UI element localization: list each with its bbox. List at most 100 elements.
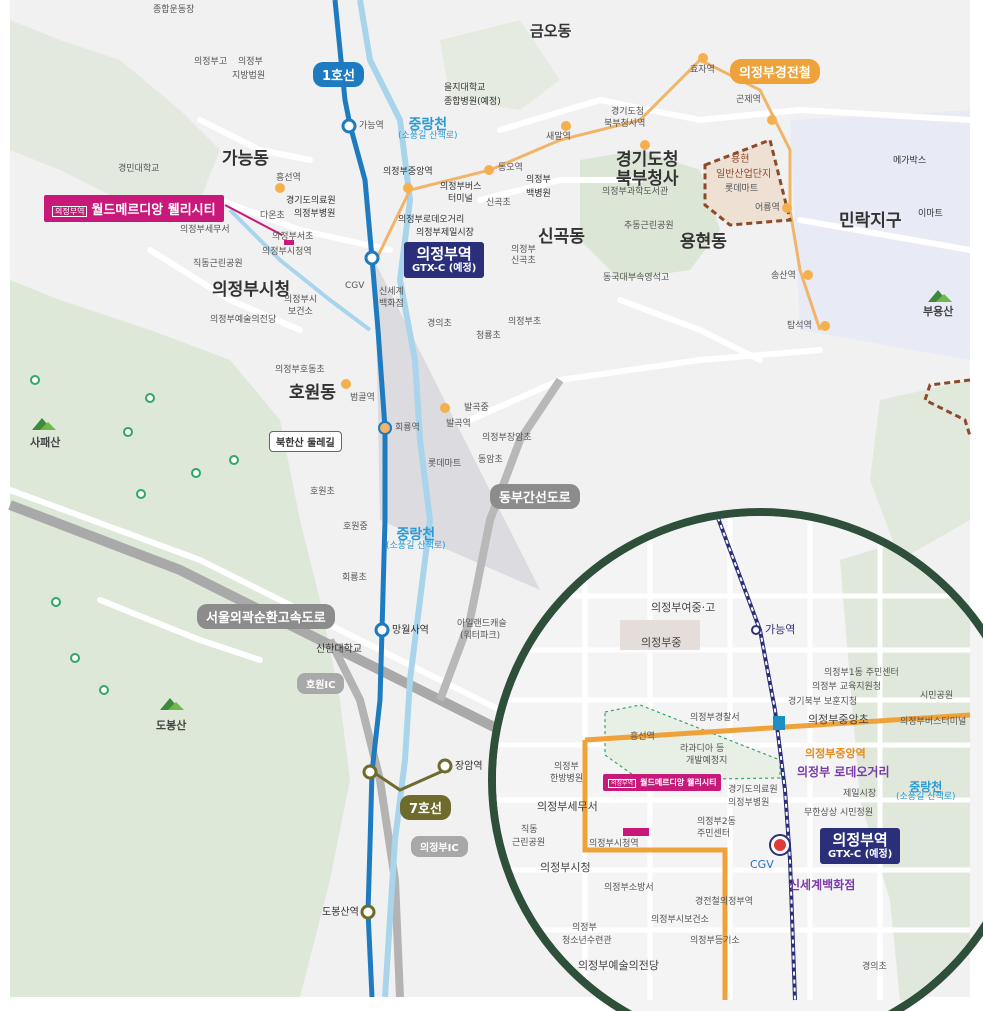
place-label: 의정부호동초	[275, 365, 325, 375]
stream-lower: 중랑천(소풍길 산책로)	[386, 528, 446, 551]
place-label: CGV	[345, 281, 365, 291]
place-label: 메가박스	[893, 156, 927, 166]
place-label: 동암초	[478, 455, 503, 465]
place-label: 도봉산역	[322, 907, 359, 918]
district-howon: 호원동	[289, 383, 336, 403]
place-label: 의정부병원	[294, 209, 336, 219]
inset-label: 개발예정지	[686, 756, 728, 766]
inset-label: 시민공원	[920, 691, 954, 701]
place-label: 백병원	[526, 189, 551, 199]
gov-office-line1: 경기도청	[616, 150, 679, 170]
place-label: 롯데마트	[725, 184, 759, 194]
inset-label: 의정부병원	[728, 798, 770, 808]
place-label: 의정부버스	[440, 182, 482, 192]
inset-label: 경기도의료원	[728, 785, 778, 795]
uijeongbu-station-tag: 의정부역 GTX-C (예정)	[404, 242, 485, 278]
inset-station-tag-sub: GTX-C	[828, 848, 862, 860]
place-label: 롯데마트	[428, 459, 462, 469]
place-label: 의정부세무서	[180, 225, 230, 235]
place-label: 북부청사역	[604, 119, 646, 129]
place-label: 장암역	[455, 761, 483, 772]
inset-label: 라과디아 등	[680, 744, 725, 754]
place-label: 호원중	[343, 522, 368, 532]
place-label: 의정부	[526, 175, 551, 185]
inset-project-name: 월드메르디앙 웰리시티	[640, 778, 717, 787]
place-label: 회룡역	[395, 423, 420, 433]
place-label: 직동근린공원	[193, 259, 243, 269]
place-label: 신한대학교	[316, 644, 362, 655]
inset-label: 경전철의정부역	[695, 897, 753, 907]
place-label: 다온초	[260, 211, 285, 221]
station-tag-name: 의정부역	[416, 245, 472, 263]
district-geumo: 금오동	[530, 22, 572, 40]
place-label: 의정부	[238, 57, 263, 67]
place-label: 터미널	[448, 194, 473, 204]
place-label: 경의초	[427, 319, 452, 329]
stream-lower-name: 중랑천	[396, 527, 436, 543]
place-label: 신세계	[379, 287, 404, 297]
mountain-buyong: 부용산	[923, 305, 954, 318]
trail-label: 북한산 둘레길	[269, 431, 342, 452]
inset-label: 의정부중앙역	[805, 747, 866, 760]
howon-ic: 호원IC	[297, 673, 345, 694]
place-label: 의정부시청역	[262, 247, 312, 257]
inset-label: 의정부세무서	[537, 800, 598, 813]
inset-label: 의정부중앙초	[808, 713, 869, 726]
gov-office-line2: 북부청사	[616, 169, 679, 189]
place-label: 백화점	[379, 299, 404, 309]
place-label: 발곡중	[464, 403, 489, 413]
place-label: 의정부초	[508, 317, 542, 327]
inset-label: 의정부시청	[540, 861, 591, 874]
place-label: 용현	[731, 154, 750, 165]
place-label: 범골역	[350, 393, 375, 403]
inset-label: CGV	[750, 858, 774, 871]
place-label: (워터파크)	[460, 631, 501, 641]
place-label: 송산역	[771, 271, 796, 281]
gyeongjeon-label: 의정부경전철	[730, 59, 820, 84]
line1-label: 1호선	[313, 62, 364, 87]
district-singok: 신곡동	[538, 227, 585, 247]
inset-label: 청소년수련관	[562, 936, 612, 946]
east-arterial-road: 동부간선도로	[490, 484, 580, 509]
inset-stream-sub: (소풍길 산책로)	[896, 792, 956, 802]
inset-label: 의정부여중·고	[651, 601, 716, 614]
place-label: 호원초	[310, 487, 335, 497]
place-label: 의정부고	[194, 57, 228, 67]
inset-label: 의정부소방서	[604, 883, 654, 893]
mountain-dobong: 도봉산	[156, 719, 187, 732]
inset-label: 경의초	[862, 962, 887, 972]
inset-label: 흥선역	[630, 732, 655, 742]
uijeongbu-ic: 의정부IC	[411, 836, 468, 857]
place-label: 회룡초	[342, 573, 367, 583]
inset-label: 의정부 로데오거리	[797, 765, 890, 779]
place-label: 탑석역	[787, 321, 812, 331]
place-label: 지방법원	[232, 71, 266, 81]
place-label: 의정부서초	[272, 232, 314, 242]
inset-station-tag: 의정부역 GTX-C (예정)	[820, 828, 901, 864]
inset-label: 한방병원	[550, 774, 584, 784]
place-label: 동오역	[498, 163, 523, 173]
inset-station-tag-name: 의정부역	[832, 831, 888, 849]
place-label: 의정부	[511, 245, 536, 255]
inset-label: 제일시장	[843, 789, 877, 799]
place-label: 어룡역	[755, 203, 780, 213]
place-label: 가능역	[359, 121, 384, 131]
inset-label: 의정부2동	[697, 817, 736, 827]
place-label: 아일랜드캐슬	[457, 619, 507, 629]
inset-project-badge: 의정부역	[608, 779, 637, 788]
place-label: 의정부제일시장	[416, 228, 474, 238]
inset-label: 의정부시보건소	[651, 915, 709, 925]
station-tag-note: (예정)	[448, 262, 477, 274]
inset-label: 직동	[521, 825, 538, 835]
mountain-sapae: 사패산	[30, 436, 61, 449]
place-label: 이마트	[918, 209, 943, 219]
station-tag-sub: GTX-C	[412, 262, 446, 274]
project-badge: 의정부역	[52, 206, 88, 217]
inset-label: 가능역	[765, 623, 796, 636]
line7-label: 7호선	[400, 795, 451, 820]
place-label: 곤제역	[736, 95, 761, 105]
inset-label: 의정부등기소	[690, 936, 740, 946]
inset-stream: 중랑천(소풍길 산책로)	[896, 781, 956, 802]
place-label: 의정부로데오거리	[398, 215, 465, 225]
